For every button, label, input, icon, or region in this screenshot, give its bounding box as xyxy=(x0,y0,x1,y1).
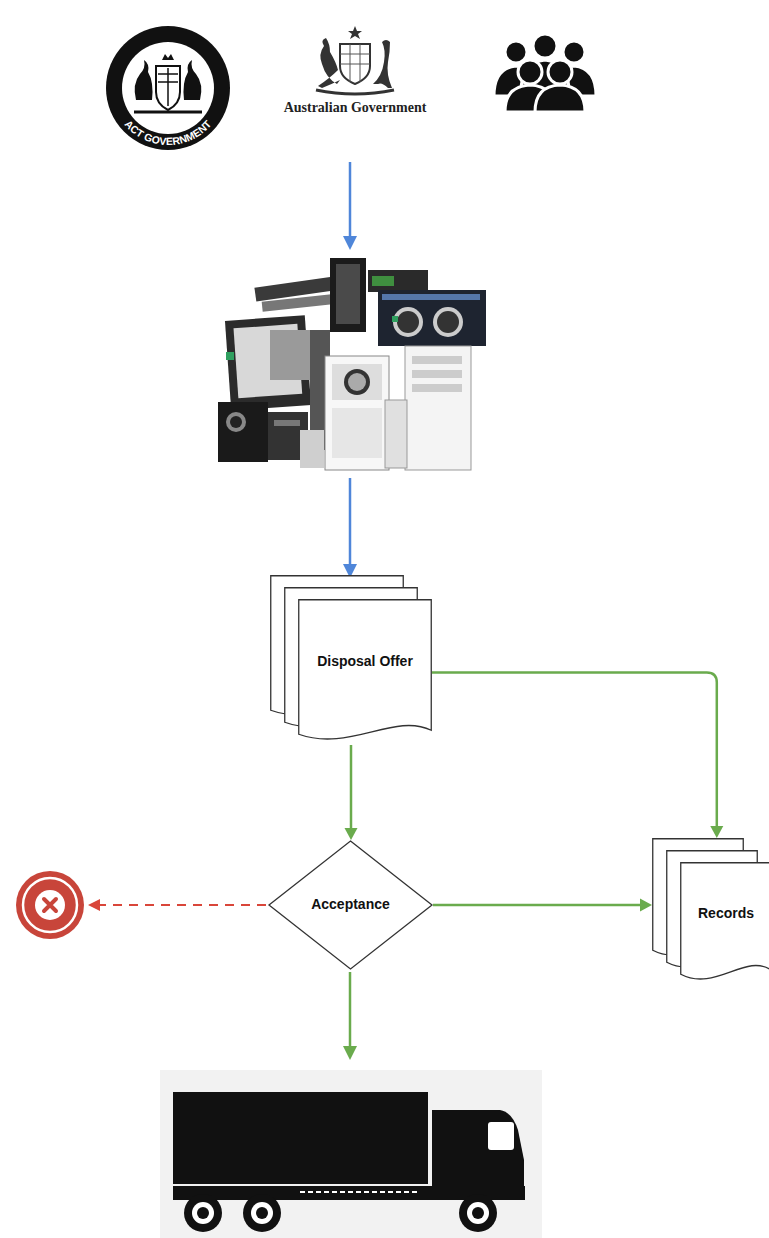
flow-arrow xyxy=(343,478,357,578)
document-page xyxy=(271,576,404,715)
arrowhead xyxy=(345,828,358,840)
document-stack xyxy=(270,575,432,743)
document-node: Records xyxy=(652,838,769,983)
document-page xyxy=(667,851,758,967)
text-area: Acceptance xyxy=(298,866,404,944)
document-stack xyxy=(652,838,769,983)
flow-arrow xyxy=(343,972,357,1060)
act-logo xyxy=(106,26,230,150)
connector xyxy=(433,899,652,912)
truck-icon xyxy=(160,1070,542,1238)
document-page xyxy=(653,839,744,955)
diamond-outline xyxy=(269,841,432,969)
decision-diamond xyxy=(268,840,433,970)
document-page xyxy=(285,588,418,727)
document-page xyxy=(681,863,769,979)
logo-text-group: ACT GOVERNMENT xyxy=(123,117,214,147)
crest-caption: Australian Government xyxy=(245,100,465,116)
connector-line xyxy=(433,904,642,907)
flow-arrow xyxy=(343,162,357,250)
logo-text: ACT GOVERNMENT xyxy=(123,117,214,147)
ewaste-pile xyxy=(218,258,486,470)
node-label: Acceptance xyxy=(311,896,390,914)
arrowhead xyxy=(640,899,652,912)
connector-line xyxy=(350,745,353,830)
reject-icon xyxy=(16,871,84,939)
document-node: Disposal Offer xyxy=(270,575,432,743)
connector xyxy=(345,745,358,840)
reject-arrow xyxy=(88,899,266,911)
decision-node: Acceptance xyxy=(268,840,433,970)
commonwealth-crest xyxy=(316,26,394,94)
text-area: Records xyxy=(680,862,769,965)
node-label: Disposal Offer xyxy=(317,653,413,671)
text-area: Disposal Offer xyxy=(298,599,432,725)
people-icon xyxy=(494,34,596,112)
connector xyxy=(432,672,723,838)
document-page xyxy=(299,600,432,739)
arrowhead xyxy=(710,826,723,838)
connector-line xyxy=(432,672,717,828)
node-label: Records xyxy=(698,905,754,923)
